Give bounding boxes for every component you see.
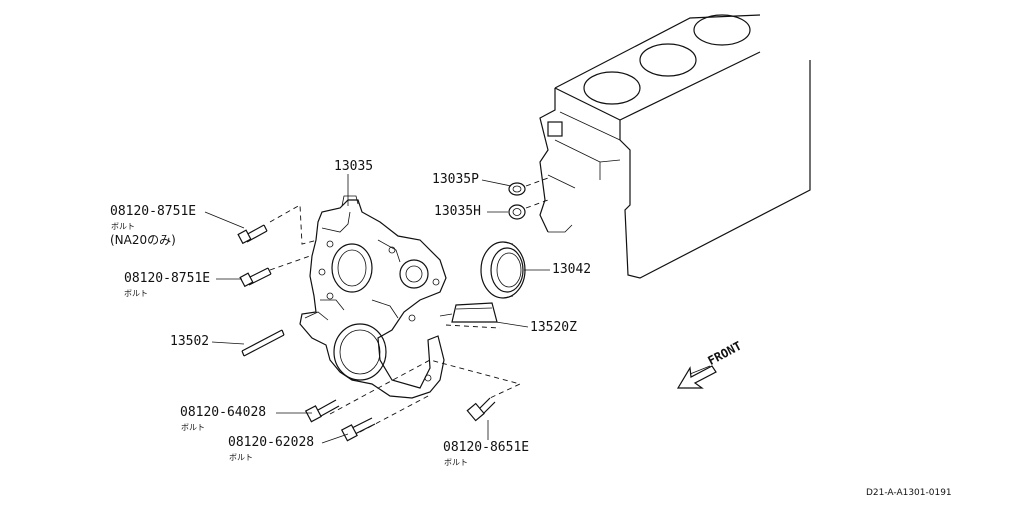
part-label-13502[interactable]: 13502 bbox=[170, 334, 210, 349]
front-cover-13035-drawing bbox=[299, 195, 447, 399]
part-label-13035p[interactable]: 13035P bbox=[432, 172, 479, 187]
seal-13035p-drawing bbox=[508, 182, 526, 196]
part-label-13035[interactable]: 13035 bbox=[334, 159, 374, 174]
part-label-13520z[interactable]: 13520Z bbox=[530, 320, 577, 335]
bolt-8651e-number[interactable]: 08120-8651E bbox=[443, 440, 530, 455]
stud-13502-drawing bbox=[241, 329, 285, 357]
bolt-top-note: (NA20のみ) bbox=[110, 233, 176, 247]
engine-block-drawing bbox=[539, 14, 811, 279]
bolt-64028-number[interactable]: 08120-64028 bbox=[180, 405, 267, 420]
nut-13035h-drawing bbox=[508, 204, 526, 220]
bolt-62028-name: ボルト bbox=[229, 453, 253, 462]
bolt-top-drawing bbox=[237, 224, 268, 245]
bolt-64028-name: ボルト bbox=[181, 423, 205, 432]
bolt-64028-drawing bbox=[304, 399, 340, 423]
bolt-mid-drawing bbox=[239, 267, 272, 288]
bolt-top-name: ボルト bbox=[111, 222, 135, 231]
front-arrow-icon bbox=[676, 365, 717, 389]
sealant-13520z-drawing bbox=[439, 302, 498, 323]
part-label-13042[interactable]: 13042 bbox=[552, 262, 592, 277]
bolt-62028-number[interactable]: 08120-62028 bbox=[228, 435, 315, 450]
bolt-mid-name: ボルト bbox=[124, 289, 148, 298]
bolt-mid-number[interactable]: 08120-8751E bbox=[124, 271, 211, 286]
part-label-13035h[interactable]: 13035H bbox=[434, 204, 481, 219]
bolt-62028-drawing bbox=[340, 417, 376, 442]
oil-seal-13042-drawing bbox=[480, 241, 526, 299]
diagram-reference-code: D21-A-A1301-0191 bbox=[866, 488, 952, 498]
bolt-8651e-name: ボルト bbox=[444, 458, 468, 467]
bolt-8651e-drawing bbox=[466, 397, 496, 422]
bolt-top-number[interactable]: 08120-8751E bbox=[110, 204, 197, 219]
